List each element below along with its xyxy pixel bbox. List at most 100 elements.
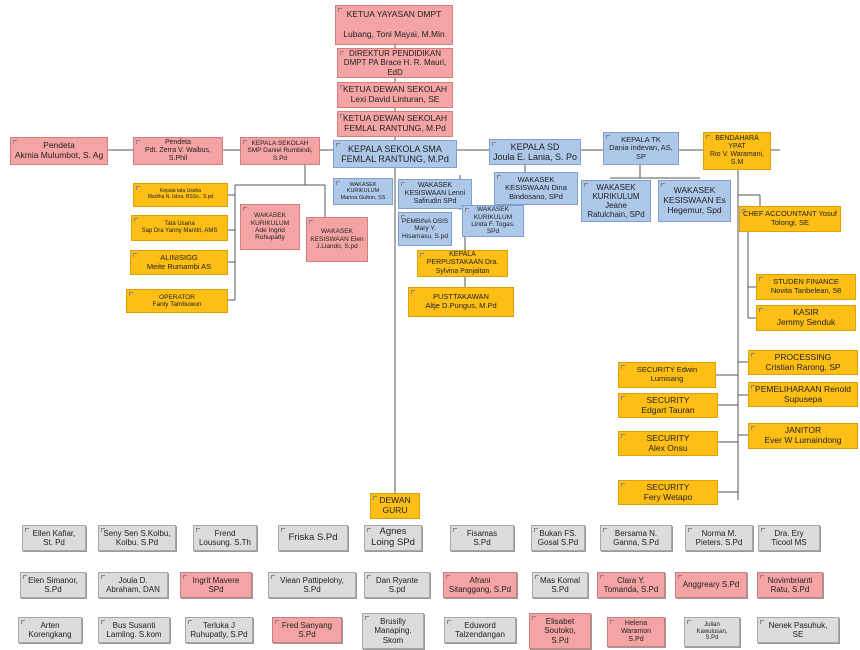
teacher-box: Elen Simanor, S.Pd xyxy=(20,572,86,598)
teacher-box: Arten Korengkang xyxy=(18,617,82,643)
box-label: Anggreary S.Pd xyxy=(682,580,740,590)
box-label: Norma M. Pieters. S.Pd xyxy=(695,528,743,547)
box-label: Dan Ryante S.pd xyxy=(375,575,419,594)
box-label: KEPALA PERPUSTAKAAN Dra. Sylvina Panjait… xyxy=(426,251,499,275)
box-label: Frend Lousung. S.Th xyxy=(198,528,252,547)
wakasek-kesiswaan-sd-box: WAKASEK KESISWAAN Dina Bindosano, SPd xyxy=(494,172,578,205)
box-label: Terluka J Ruhupatly, S.Pd xyxy=(190,620,248,639)
kepala-tata-usaha-box: Kepala tata Usaha Maritha N. Isbra, BSSo… xyxy=(133,183,228,207)
wakasek-kesiswaan-sma-box: WAKASEK KESISWAAN Lenni Safirudin SPd xyxy=(398,179,472,209)
teacher-box: Friska S.Pd xyxy=(278,525,348,551)
kepala-perpustakaan-box: KEPALA PERPUSTAKAAN Dra. Sylvina Panjait… xyxy=(417,250,508,277)
alinisigg-box: ALINISIGG Meite Rumambi AS xyxy=(130,250,228,275)
box-label: Afrani Sitanggang, S.Pd xyxy=(448,575,512,594)
box-label: WAKASEK KESISWAAN Dina Bindosano, SPd xyxy=(505,174,567,201)
teacher-box: Elisabet Soutoko, S.Pd xyxy=(529,613,591,649)
box-label: Elisabet Soutoko, S.Pd xyxy=(544,617,576,645)
box-label: Agnes Loing SPd xyxy=(371,526,415,548)
teacher-box: Eduword Talzendangan xyxy=(444,617,516,643)
kepala-tk-box: KEPALA TK Dania indevan, AS, SP xyxy=(603,132,679,165)
box-label: JANITOR Ever W Lumaindong xyxy=(764,425,842,445)
direktur-pendidikan-box: DIREKTUR PENDIDIKAN DMPT PA Brace H. R. … xyxy=(337,48,453,78)
box-label: CHEF ACCOUNTANT Yosuf Tolongi, SE xyxy=(743,209,837,227)
box-label: Fisamas S.Pd xyxy=(466,528,498,547)
teacher-box: Seny Sen S.Kolbu, Kolbu. S.Pd xyxy=(98,525,176,551)
teacher-box: Clara Y. Tomanda, S.Pd xyxy=(597,572,665,598)
chief-accountant-box: CHEF ACCOUNTANT Yosuf Tolongi, SE xyxy=(739,206,841,232)
box-label: Clara Y. Tomanda, S.Pd xyxy=(603,575,659,594)
box-label: SECURITY Fery Wetapo xyxy=(643,481,693,502)
box-label: SECURITY Edwin Lumisang xyxy=(636,365,698,383)
operator-box: OPERATOR Fanly Tambuwun xyxy=(126,289,228,313)
box-label: Tata Usana Sap Dra Yanny Mantiri, AMS xyxy=(141,221,218,234)
kepala-sd-box: KEPALA SD Joula E. Lania, S. Po xyxy=(489,139,581,165)
box-label: WAKASEK KURIKULUM Ade Ingrid Ruhupatty xyxy=(250,212,290,242)
box-label: PROCESSING Cristian Rarong, SP xyxy=(765,351,841,372)
box-label: Seny Sen S.Kolbu, Kolbu. S.Pd xyxy=(103,528,171,547)
box-label: KETUA DEWAN SEKOLAH Lexi David Linturan,… xyxy=(342,84,448,104)
teacher-box: Anggreary S.Pd xyxy=(675,572,747,598)
teacher-box: Dan Ryante S.pd xyxy=(364,572,430,598)
ketua-dewan-sekolah-1-box: KETUA DEWAN SEKOLAH Lexi David Linturan,… xyxy=(337,82,453,108)
box-label: SECURITY Edgart Tauran xyxy=(641,394,695,415)
wakasek-kurikulum-sma-box: WAKASEK KURIKULUM Marina Gulton, SS xyxy=(333,178,393,205)
box-label: Pendeta Akmia Mulumbot, S. Ag xyxy=(14,140,104,160)
tata-usaha-box: Tata Usana Sap Dra Yanny Mantiri, AMS xyxy=(131,215,228,241)
teacher-box: Bukan FS. Gosal S.Pd xyxy=(531,525,585,551)
box-label: DEWAN GURU xyxy=(379,495,411,515)
pembina-osis-box: PEMBINA OSIS Mary Y. Hisamasu, S.pd xyxy=(398,212,452,246)
box-label: Eduword Talzendangan xyxy=(455,620,505,639)
security-1-box: SECURITY Edwin Lumisang xyxy=(618,362,716,388)
box-label: ALINISIGG Meite Rumambi AS xyxy=(146,252,212,271)
teacher-box: Ingrit Mavere SPd xyxy=(180,572,252,598)
teacher-box: Helena Waramon S.Pd xyxy=(607,617,665,647)
box-label: WAKASEK KESISWAAN Es Hegemur, Spd xyxy=(663,185,726,215)
teacher-box: Bersama N. Ganna, S.Pd xyxy=(600,525,672,551)
box-label: Mas Komal S.Pd xyxy=(539,575,580,594)
teacher-box: Dra. Ery Ticool MS xyxy=(758,525,820,551)
pemeliharaan-box: PEMELIHARAAN Renold Supusepa xyxy=(748,382,858,407)
box-label: DIREKTUR PENDIDIKAN DMPT PA Brace H. R. … xyxy=(343,49,447,77)
box-label: Bus Susanti Lamling. S.kom xyxy=(106,620,162,639)
teacher-box: Nenek Pasuhuk, SE xyxy=(757,617,839,643)
processing-box: PROCESSING Cristian Rarong, SP xyxy=(748,350,858,375)
teacher-box: Brusilly Manaping. Skom xyxy=(362,613,424,649)
studen-finance-box: STUDEN FINANCE Novita Tanbelean, 58 xyxy=(756,274,856,300)
box-label: PUSTTAKAWAN Altje D.Pungus, M.Pd xyxy=(425,292,497,310)
box-label: Joula D. Abraham, DAN xyxy=(106,575,160,594)
dewan-guru-box: DEWAN GURU xyxy=(370,493,420,519)
pendeta-1-box: Pendeta Akmia Mulumbot, S. Ag xyxy=(10,137,108,165)
pustakawan-box: PUSTTAKAWAN Altje D.Pungus, M.Pd xyxy=(408,287,514,317)
teacher-box: Novimbrianti Ratu, S.Pd xyxy=(757,572,823,598)
box-label: Elen Simanor, S.Pd xyxy=(28,575,78,594)
bendahara-box: BENDAHARA YPAT Rio V. Waramani, S.M xyxy=(703,132,771,170)
security-2-box: SECURITY Edgart Tauran xyxy=(618,393,718,418)
teacher-box: Afrani Sitanggang, S.Pd xyxy=(443,572,517,598)
box-label: Ellen Kafiar, St. Pd xyxy=(32,528,76,547)
teacher-box: Terluka J Ruhupatly, S.Pd xyxy=(185,617,253,643)
teacher-box: Julian Kawulusan, S.Pd xyxy=(684,617,740,647)
box-label: SECURITY Alex Onsu xyxy=(646,432,690,453)
box-label: Dra. Ery Ticool MS xyxy=(771,528,807,547)
teacher-box: Viean Pattipelohy, S.Pd xyxy=(268,572,356,598)
teacher-box: Mas Komal S.Pd xyxy=(532,572,588,598)
kasir-box: KASIR Jemmy Senduk xyxy=(756,305,856,331)
security-4-box: SECURITY Fery Wetapo xyxy=(618,480,718,505)
box-label: WAKASEK KURIKULUM Jeane Ratulchain, SPd xyxy=(587,182,645,220)
ketua-dewan-sekolah-2-box: KETUA DEWAN SEKOLAH FEMLAL RANTUNG, M.Pd xyxy=(337,111,453,137)
box-label: KEPALA TK Dania indevan, AS, SP xyxy=(609,134,673,161)
teacher-box: Joula D. Abraham, DAN xyxy=(98,572,168,598)
box-label: Fred Sanyang S.Pd xyxy=(281,620,333,639)
box-label: Brusilly Manaping. Skom xyxy=(374,617,412,645)
box-label: STUDEN FINANCE Novita Tanbelean, 58 xyxy=(770,277,842,295)
wakasek-kurikulum-sma-2-box: WAKASEK KURIKULUM Linda F. Togas. SPd xyxy=(462,205,524,237)
teacher-box: Frend Lousung. S.Th xyxy=(193,525,257,551)
teacher-box: Norma M. Pieters. S.Pd xyxy=(685,525,753,551)
teacher-box: Bus Susanti Lamling. S.kom xyxy=(98,617,170,643)
wakasek-kesiswaan-smp-box: WAKASEK KESISWAAN Elen J.Liando, S.pd xyxy=(306,217,368,262)
kepala-smp-box: KEPALA SEKOLAH SMP Daniel Rumbindi, S.Pd xyxy=(240,137,320,165)
box-label: Helena Waramon S.Pd xyxy=(620,619,652,644)
ketua-yayasan-box: KETUA YAYASAN DMPT Lubang, Toni Mayai, M… xyxy=(335,5,453,45)
janitor-box: JANITOR Ever W Lumaindong xyxy=(748,423,858,449)
wakasek-kesiswaan-tk-box: WAKASEK KESISWAAN Es Hegemur, Spd xyxy=(658,180,731,222)
